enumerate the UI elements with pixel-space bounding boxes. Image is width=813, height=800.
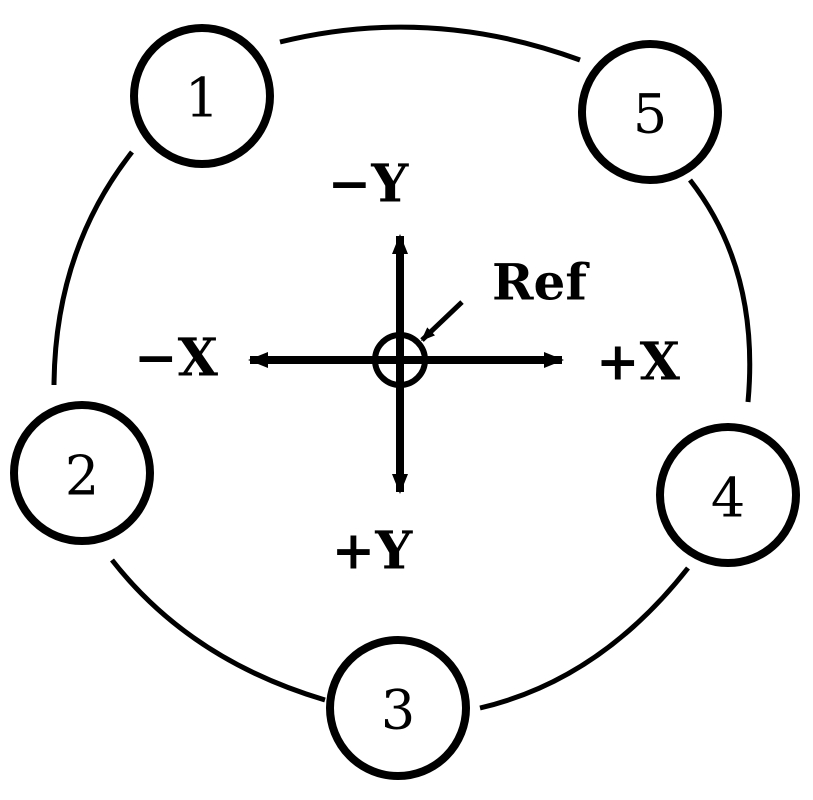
reference-point-circle (372, 332, 428, 388)
station-5: 5 (578, 40, 722, 184)
axis-label-neg-y: −Y (328, 154, 410, 215)
station-4-circle (656, 423, 800, 567)
ring-arc-2-1 (51, 150, 134, 386)
station-3: 3 (326, 636, 470, 780)
axis-label-pos-x: +X (596, 332, 681, 393)
station-1-circle (130, 24, 274, 168)
station-ring (51, 24, 753, 711)
reference-label: Ref (492, 253, 590, 312)
station-1-label: 1 (185, 67, 219, 130)
station-4: 4 (656, 423, 800, 567)
station-3-label: 3 (381, 679, 415, 742)
station-2: 2 (10, 401, 154, 545)
ring-arc-5-4 (688, 178, 753, 403)
reference-pointer-arrow (420, 300, 464, 342)
axis-label-pos-y: +Y (332, 521, 414, 582)
station-1: 1 (130, 24, 274, 168)
station-2-label: 2 (65, 445, 99, 508)
ring-arc-4-3 (479, 566, 690, 711)
station-3-circle (326, 636, 470, 780)
ring-arc-3-2 (110, 558, 326, 703)
ring-arc-1-5 (279, 24, 581, 63)
station-5-label: 5 (633, 83, 667, 146)
station-4-label: 4 (711, 467, 745, 530)
station-5-circle (578, 40, 722, 184)
station-2-circle (10, 401, 154, 545)
axis-label-neg-x: −X (134, 328, 219, 389)
